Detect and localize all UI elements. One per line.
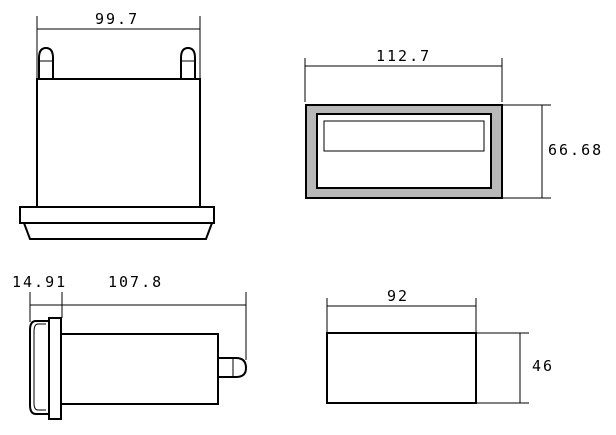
side-view-bezel-label: 14.91 — [12, 273, 67, 291]
top-view-bezel-front — [23, 222, 213, 240]
front-view-display-window — [323, 120, 485, 152]
cutout-height-dimension: 46 — [477, 332, 554, 404]
terminal-pin-left — [38, 46, 54, 80]
top-view-body — [36, 78, 201, 208]
front-view-height-dimension: 66.68 — [503, 104, 603, 199]
top-view: 99.7 — [19, 10, 215, 240]
side-view-terminal-pin — [218, 357, 248, 378]
front-view: 112.7 66.68 — [304, 47, 603, 199]
front-view-width-label: 112.7 — [376, 47, 431, 65]
side-view-bezel-flange — [48, 317, 62, 420]
cutout-view: 92 46 — [326, 287, 554, 404]
cutout-width-label: 92 — [387, 287, 409, 305]
side-view-dimensions: 14.91 107.8 — [12, 273, 247, 360]
side-view-depth-label: 107.8 — [108, 273, 163, 291]
cutout-height-label: 46 — [532, 357, 554, 375]
top-view-bezel-flange — [19, 206, 215, 224]
cutout-rectangle — [326, 332, 477, 404]
top-view-width-dimension: 99.7 — [36, 10, 201, 78]
side-view-body — [60, 333, 219, 405]
front-view-height-label: 66.68 — [548, 141, 603, 159]
side-view-bezel-front — [29, 320, 49, 415]
side-view: 14.91 107.8 — [12, 273, 248, 420]
front-view-width-dimension: 112.7 — [304, 47, 503, 102]
cutout-width-dimension: 92 — [326, 287, 477, 333]
terminal-pin-right — [180, 46, 196, 80]
side-view-bezel-front-inner — [33, 323, 46, 411]
top-view-width-label: 99.7 — [95, 10, 139, 28]
